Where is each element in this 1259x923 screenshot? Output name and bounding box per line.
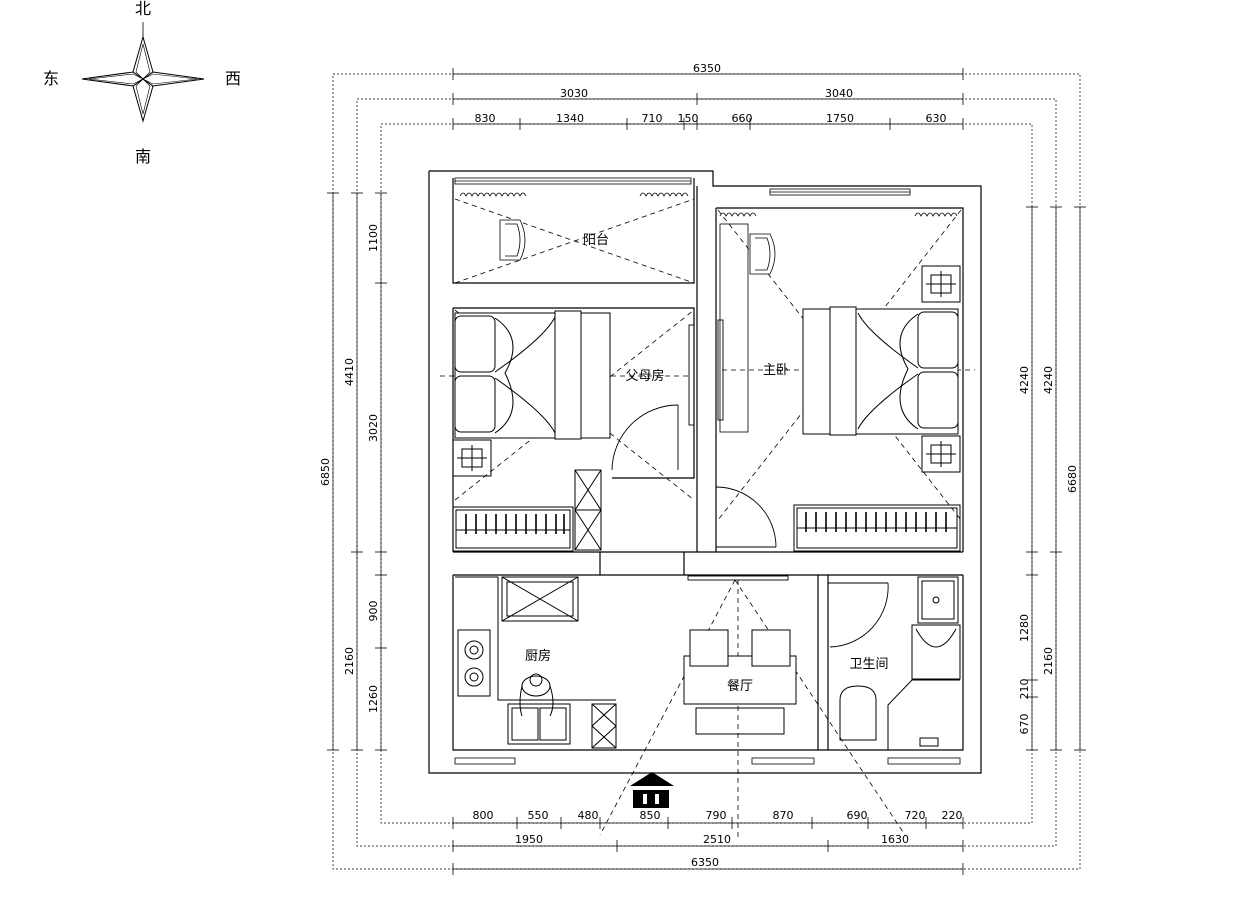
- nightstand-3-icon: [921, 435, 961, 473]
- dim-right-detail-3: 210: [1018, 679, 1031, 700]
- dim-bottom-detail-6: 870: [773, 809, 794, 822]
- nightstand-2-icon: [921, 265, 961, 303]
- dim-right-mid-1: 4240: [1042, 366, 1055, 394]
- dim-right-mid-2: 2160: [1042, 647, 1055, 675]
- dim-left-detail-1: 1100: [367, 224, 380, 252]
- shoe-cabinet-icon: [574, 469, 602, 551]
- dim-top-detail-6: 1750: [826, 112, 854, 125]
- balcony-chair-2-icon: [749, 233, 776, 275]
- dim-bottom-detail-7: 690: [847, 809, 868, 822]
- curtains: [459, 192, 958, 217]
- dim-bottom-detail-2: 550: [528, 809, 549, 822]
- dim-top-total: 6350: [693, 62, 721, 75]
- compass-south-label: 南: [135, 147, 151, 166]
- wardrobe-parents-icon: [452, 506, 574, 552]
- dim-bottom-mid-1: 1950: [515, 833, 543, 846]
- dim-right-detail-4: 670: [1018, 714, 1031, 735]
- dim-bottom-detail-8: 720: [905, 809, 926, 822]
- dim-bottom-detail-1: 800: [473, 809, 494, 822]
- dim-top-detail-5: 660: [732, 112, 753, 125]
- dim-top-mid-2: 3040: [825, 87, 853, 100]
- dim-bottom-detail-3: 480: [578, 809, 599, 822]
- bathroom-fixtures-icon: [839, 576, 961, 750]
- right-dimension-lines: [1026, 206, 1086, 751]
- top-dimension-lines: [452, 68, 964, 130]
- sightline-diagonals: [440, 198, 975, 840]
- kitchen-counter-icon: [455, 576, 616, 701]
- nightstand-1-icon: [452, 439, 492, 477]
- dim-left-mid-1: 4410: [343, 358, 356, 386]
- dim-top-detail-4: 150: [678, 112, 699, 125]
- dim-left-mid-2: 2160: [343, 647, 356, 675]
- dim-top-detail-1: 830: [475, 112, 496, 125]
- compass-north-label: 北: [135, 0, 151, 18]
- dim-top-detail-3: 710: [642, 112, 663, 125]
- windows: [454, 177, 961, 765]
- partition-column: [719, 223, 749, 433]
- dim-right-detail-1: 4240: [1018, 366, 1031, 394]
- dim-top-detail-7: 630: [926, 112, 947, 125]
- dim-bottom-mid-2: 2510: [703, 833, 731, 846]
- dim-bottom-detail-4: 850: [640, 809, 661, 822]
- room-label-kitchen: 厨房: [525, 648, 551, 664]
- room-label-bathroom: 卫生间: [849, 657, 888, 672]
- room-label-dining: 餐厅: [727, 678, 753, 694]
- dim-bottom-detail-9: 220: [942, 809, 963, 822]
- room-label-parents-room: 父母房: [625, 368, 664, 384]
- dim-left-detail-2: 3020: [367, 414, 380, 442]
- room-label-balcony: 阳台: [583, 233, 609, 248]
- dining-table-icon: [683, 629, 797, 735]
- dim-right-detail-2: 1280: [1018, 614, 1031, 642]
- compass-east-label: 东: [43, 69, 59, 88]
- sink-icon: [507, 703, 571, 745]
- cook-person-icon: [519, 673, 554, 717]
- dim-left-detail-4: 1260: [367, 685, 380, 713]
- fridge-icon: [591, 703, 617, 749]
- compass-west-label: 西: [225, 69, 241, 88]
- entrance-arrow-icon: [630, 772, 674, 808]
- dim-bottom-mid-3: 1630: [881, 833, 909, 846]
- dim-bottom-detail-5: 790: [706, 809, 727, 822]
- dim-left-total: 6850: [319, 458, 332, 486]
- dim-top-detail-2: 1340: [556, 112, 584, 125]
- bottom-dimension-lines: [452, 817, 964, 875]
- dim-right-total: 6680: [1066, 465, 1079, 493]
- bed-parents-icon: [454, 310, 611, 440]
- room-label-master-bedroom: 主卧: [763, 363, 789, 378]
- wardrobe-master-icon: [793, 504, 961, 552]
- doors: [611, 319, 889, 648]
- dim-bottom-total: 6350: [691, 856, 719, 869]
- left-dimension-lines: [327, 192, 387, 751]
- bed-master-icon: [802, 306, 959, 436]
- stove-icon: [457, 629, 491, 697]
- balcony-chair-1-icon: [499, 219, 526, 261]
- dim-top-mid-1: 3030: [560, 87, 588, 100]
- compass-rose-icon: [81, 22, 205, 123]
- dim-left-detail-3: 900: [367, 601, 380, 622]
